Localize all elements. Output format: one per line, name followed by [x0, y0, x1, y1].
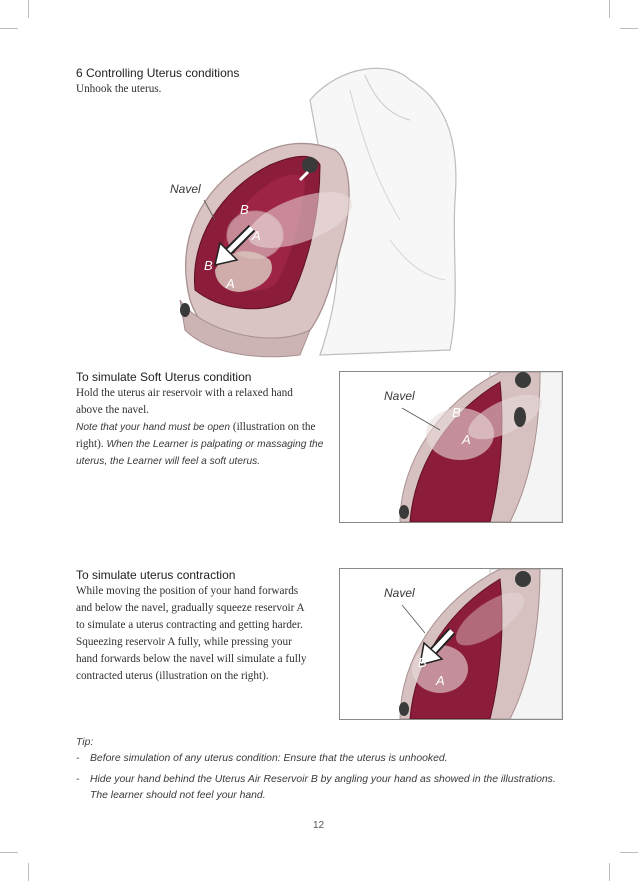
label-b: B — [452, 405, 461, 420]
soft-italic: When the Learner is palpating or massagi… — [103, 439, 324, 450]
crop-mark — [609, 863, 610, 881]
contraction-line: hand forwards below the navel will simul… — [76, 653, 307, 665]
navel-label: Navel — [384, 586, 415, 600]
section-body: Unhook the uterus. — [76, 83, 162, 95]
crop-mark — [28, 863, 29, 881]
contraction-illustration: Navel B A — [339, 568, 563, 720]
label-a: A — [436, 673, 445, 688]
label-b: B — [418, 655, 427, 670]
label-a-lower: A — [226, 276, 235, 291]
crop-mark — [620, 852, 638, 853]
contraction-body: While moving the position of your hand f… — [76, 583, 336, 685]
tip-item: Hide your hand behind the Uterus Air Res… — [90, 774, 556, 785]
contraction-line: contracted uterus (illustration on the r… — [76, 670, 269, 682]
crop-mark — [0, 852, 18, 853]
soft-plain: right). — [76, 438, 104, 450]
contraction-line: Squeezing reservoir A fully, while press… — [76, 636, 292, 648]
soft-italic: uterus, the Learner will feel a soft ute… — [76, 456, 261, 467]
label-b-upper: B — [240, 202, 249, 217]
navel-label: Navel — [170, 182, 201, 196]
crop-mark — [0, 28, 18, 29]
label-b-lower: B — [204, 258, 213, 273]
soft-illustration: Navel B A — [339, 371, 563, 523]
page-number: 12 — [313, 820, 325, 831]
tip-title: Tip: — [76, 737, 94, 748]
soft-body: Hold the uterus air reservoir with a rel… — [76, 385, 336, 470]
tip-dash: - — [76, 753, 80, 764]
section-heading: 6 Controlling Uterus conditions — [76, 66, 240, 80]
soft-line: Hold the uterus air reservoir with a rel… — [76, 387, 293, 399]
tip-item: Before simulation of any uterus conditio… — [90, 753, 448, 764]
tip-continuation: The learner should not feel your hand. — [90, 790, 266, 801]
navel-label: Navel — [384, 389, 415, 403]
contraction-line: and below the navel, gradually squeeze r… — [76, 602, 305, 614]
soft-italic: Note that your hand must be open — [76, 422, 231, 433]
soft-note-line: right). When the Learner is palpating or… — [76, 436, 336, 453]
label-a: A — [462, 432, 471, 447]
contraction-line: to simulate a uterus contracting and get… — [76, 619, 303, 631]
label-a-upper: A — [252, 228, 261, 243]
soft-plain: (illustration on the — [230, 421, 316, 433]
tip-dash: - — [76, 774, 80, 785]
soft-line: above the navel. — [76, 404, 149, 416]
main-illustration: Navel B A B A — [160, 60, 490, 360]
soft-note-line: Note that your hand must be open (illust… — [76, 419, 336, 436]
contraction-line: While moving the position of your hand f… — [76, 585, 299, 597]
soft-heading: To simulate Soft Uterus condition — [76, 370, 252, 384]
crop-mark — [609, 0, 610, 18]
crop-mark — [620, 28, 638, 29]
crop-mark — [28, 0, 29, 18]
contraction-heading: To simulate uterus contraction — [76, 568, 236, 582]
